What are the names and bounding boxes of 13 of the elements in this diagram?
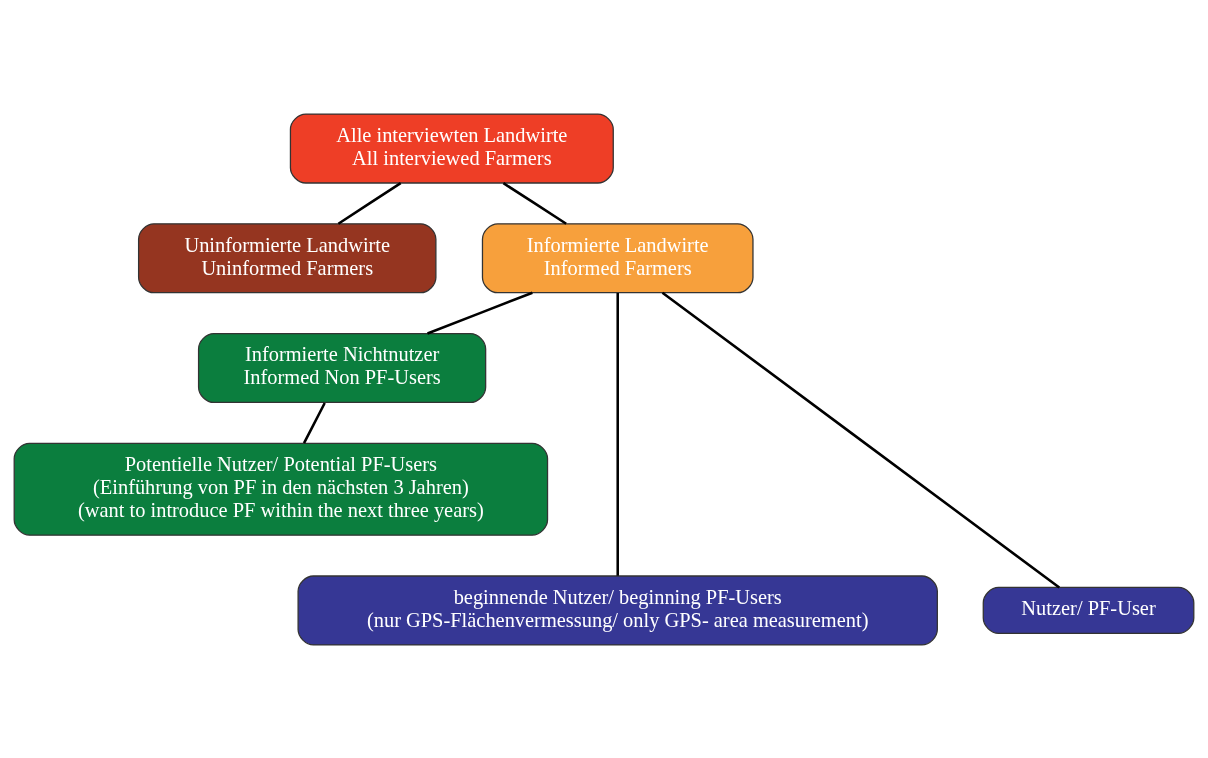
connector (337, 181, 402, 225)
connector (502, 181, 567, 225)
connector (616, 292, 619, 576)
connector (302, 401, 326, 444)
node-box: Uninformierte Landwirte Uninformed Farmers (137, 222, 437, 293)
node-box: Alle interviewten Landwirte All interviewed Farmers (289, 112, 614, 184)
node-box: beginnende Nutzer/ beginning PF-Users (nur GPS-Flächenvermessung/ only GPS- area measurement) (297, 574, 938, 646)
node-box: Potentielle Nutzer/ Potential PF-Users (Einführung von PF in den nächsten 3 Jahren) (want to introduce PF within the next three years) (13, 442, 549, 536)
node-box: Informierte Nichtnutzer Informed Non PF-Users (197, 332, 487, 403)
node-box: Informierte Landwirte Informed Farmers (481, 222, 754, 293)
connector (427, 291, 533, 335)
node-box: Nutzer/ PF-User (982, 586, 1195, 634)
connector (661, 291, 1061, 588)
